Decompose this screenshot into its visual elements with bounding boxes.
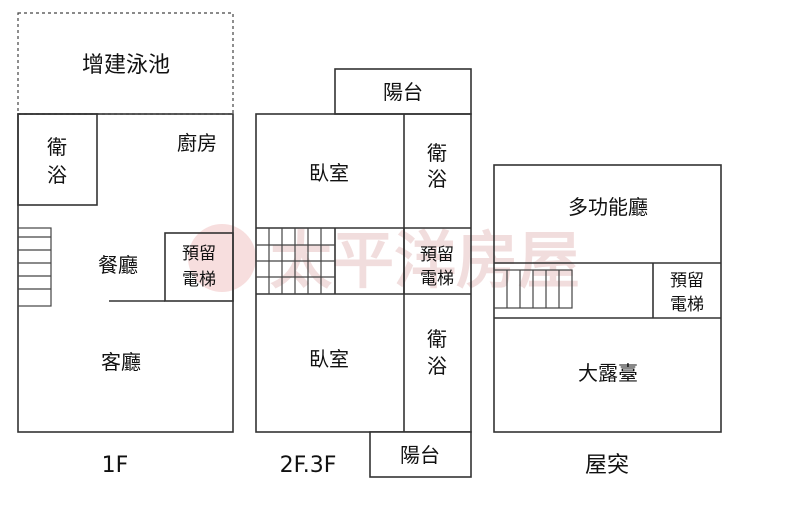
floor-label-2f3f: 2F.3F — [280, 453, 337, 478]
elevator-1f-label-1: 預留 — [182, 244, 216, 264]
elevator-roof-label-2: 電梯 — [670, 295, 704, 315]
stairs-1f — [17, 227, 52, 307]
dining-label: 餐廳 — [98, 253, 138, 277]
elevator-2f-label-2: 電梯 — [420, 269, 454, 289]
floor-roof: 多功能廳 預留 電梯 大露臺 — [493, 164, 722, 433]
pool-outline — [17, 12, 234, 115]
stairs-2f — [256, 228, 335, 294]
bedroom-bottom-label: 臥室 — [309, 347, 349, 371]
floor-2f3f-outline — [255, 113, 472, 433]
floor-2f3f: 陽台 臥室 衛 浴 預留 電梯 臥室 衛 浴 陽台 — [255, 68, 472, 478]
bath-1f-label-2: 浴 — [47, 163, 67, 187]
balcony-bottom-label: 陽台 — [400, 443, 440, 467]
elevator-1f-label-2: 電梯 — [182, 270, 216, 290]
bedroom-top-label: 臥室 — [309, 161, 349, 185]
elevator-roof-label-1: 預留 — [670, 271, 704, 291]
bath-2f-bottom-label-2: 浴 — [427, 354, 447, 378]
balcony-top-label: 陽台 — [383, 80, 423, 104]
bath-2f-top-label-1: 衛 — [427, 141, 447, 165]
balcony-bottom-box — [369, 431, 472, 478]
bath-2f-top-label-2: 浴 — [427, 167, 447, 191]
elevator-1f-box — [164, 232, 234, 302]
bath-1f-room — [17, 113, 98, 206]
kitchen-label: 廚房 — [177, 131, 217, 155]
living-label: 客廳 — [101, 350, 141, 374]
floor-label-1f: 1F — [102, 453, 129, 478]
pool-label: 增建泳池 — [82, 53, 170, 78]
bath-1f-label-1: 衛 — [47, 135, 67, 159]
multi-hall-label: 多功能廳 — [568, 195, 648, 219]
stairs-roof — [493, 269, 573, 309]
watermark-logo-icon — [188, 224, 256, 292]
elevator-2f-label-1: 預留 — [420, 245, 454, 265]
bath-2f-bottom-label-1: 衛 — [427, 327, 447, 351]
floor-1f: 增建泳池 廚房 衛 浴 餐廳 預留 電梯 客廳 — [17, 12, 234, 433]
watermark: 太平洋房屋 — [188, 224, 580, 297]
floor-label-roof: 屋突 — [585, 453, 629, 478]
terrace-label: 大露臺 — [578, 361, 638, 385]
